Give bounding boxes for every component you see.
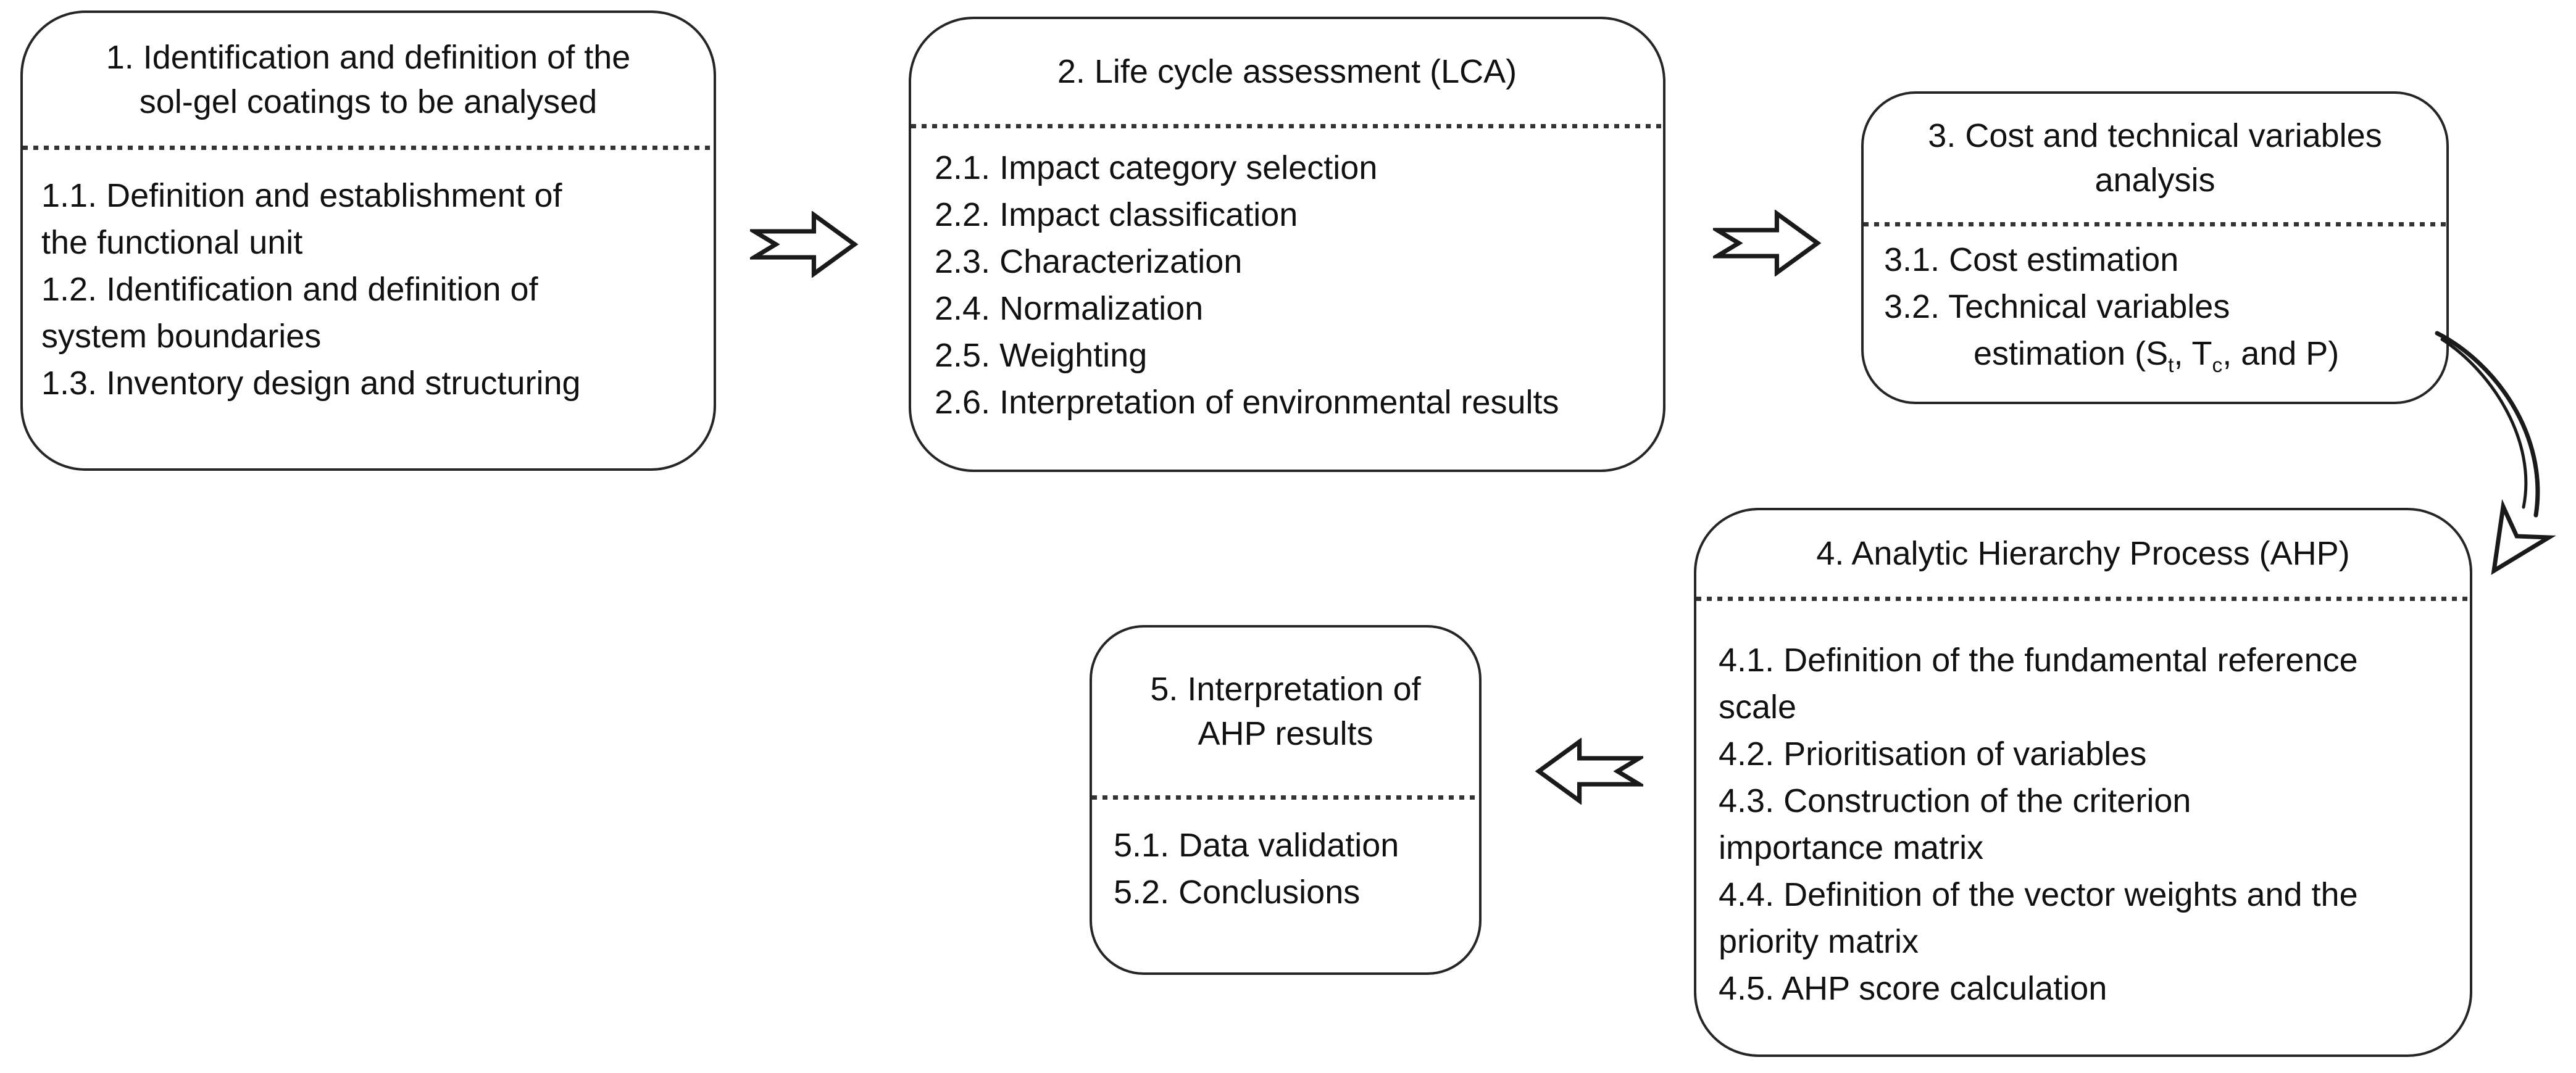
box-analytic-hierarchy-process: 4. Analytic Hierarchy Process (AHP) 4.1.… <box>1694 508 2472 1057</box>
body-line: 1.3. Inventory design and structuring <box>41 365 581 402</box>
box-2-body: 2.1. Impact category selection 2.2. Impac… <box>911 128 1663 426</box>
body-line: 4.4. Definition of the vector weights an… <box>1719 876 2358 913</box>
box-4-divider <box>1696 597 2470 601</box>
right-arrow-icon-box1-to-box2 <box>750 211 859 278</box>
box-3-header: 3. Cost and technical variables analysis <box>1864 94 2446 222</box>
body-line: importance matrix <box>1719 829 1984 866</box>
body-line: 2.2. Impact classification <box>935 196 1298 233</box>
body-line: 4.5. AHP score calculation <box>1719 970 2107 1007</box>
box-2-divider <box>911 124 1663 128</box>
body-line: estimation (St, Tc, and P) <box>1974 335 2340 377</box>
body-line: 2.6. Interpretation of environmental res… <box>935 384 1559 421</box>
right-arrow-icon-box2-to-box3 <box>1713 210 1822 276</box>
header-line: 1. Identification and definition of the <box>106 38 631 76</box>
body-line: scale <box>1719 689 1797 726</box>
body-line: 5.1. Data validation <box>1114 827 1399 864</box>
curved-arrow-icon-box3-to-box4 <box>2435 331 2556 575</box>
header-line: 4. Analytic Hierarchy Process (AHP) <box>1816 535 2350 572</box>
header-line: 5. Interpretation of <box>1150 671 1421 708</box>
body-line: 1.1. Definition and establishment of <box>41 177 562 214</box>
box-1-divider <box>23 146 714 150</box>
box-1-body: 1.1. Definition and establishment of the … <box>23 150 714 407</box>
box-2-header: 2. Life cycle assessment (LCA) <box>911 19 1663 124</box>
body-line: 4.2. Prioritisation of variables <box>1719 735 2147 773</box>
body-line: 2.4. Normalization <box>935 290 1204 327</box>
box-1-header: 1. Identification and definition of the s… <box>23 13 714 146</box>
box-5-divider <box>1092 795 1479 800</box>
header-line: sol-gel coatings to be analysed <box>139 83 598 120</box>
box-4-header: 4. Analytic Hierarchy Process (AHP) <box>1696 510 2470 597</box>
body-line: priority matrix <box>1719 923 1919 960</box>
box-identification-and-definition: 1. Identification and definition of the s… <box>20 10 716 471</box>
body-line: 3.2. Technical variables <box>1884 288 2230 325</box>
body-line: 4.3. Construction of the criterion <box>1719 782 2191 819</box>
box-3-body: 3.1. Cost estimation 3.2. Technical varia… <box>1864 226 2446 377</box>
header-line: 2. Life cycle assessment (LCA) <box>1057 53 1517 90</box>
box-5-header: 5. Interpretation of AHP results <box>1092 628 1479 795</box>
body-line: 3.1. Cost estimation <box>1884 241 2179 278</box>
header-line: 3. Cost and technical variables <box>1928 117 2382 154</box>
body-line: 2.5. Weighting <box>935 337 1148 374</box>
box-life-cycle-assessment: 2. Life cycle assessment (LCA) 2.1. Impa… <box>909 17 1665 472</box>
header-line: AHP results <box>1198 715 1373 752</box>
body-line: 1.2. Identification and definition of <box>41 271 538 308</box>
box-5-body: 5.1. Data validation 5.2. Conclusions <box>1092 800 1479 916</box>
header-line: analysis <box>2095 162 2215 199</box>
body-line: system boundaries <box>41 318 322 355</box>
box-4-body: 4.1. Definition of the fundamental refer… <box>1696 601 2470 1012</box>
box-interpretation-of-ahp-results: 5. Interpretation of AHP results 5.1. Dat… <box>1090 625 1482 975</box>
body-line: the functional unit <box>41 224 303 261</box>
body-line: 4.1. Definition of the fundamental refer… <box>1719 642 2358 679</box>
body-line: 2.3. Characterization <box>935 243 1243 280</box>
body-line: 5.2. Conclusions <box>1114 874 1361 911</box>
left-arrow-icon-box4-to-box5 <box>1535 738 1643 805</box>
body-line: 2.1. Impact category selection <box>935 149 1378 186</box>
box-3-divider <box>1864 222 2446 226</box>
